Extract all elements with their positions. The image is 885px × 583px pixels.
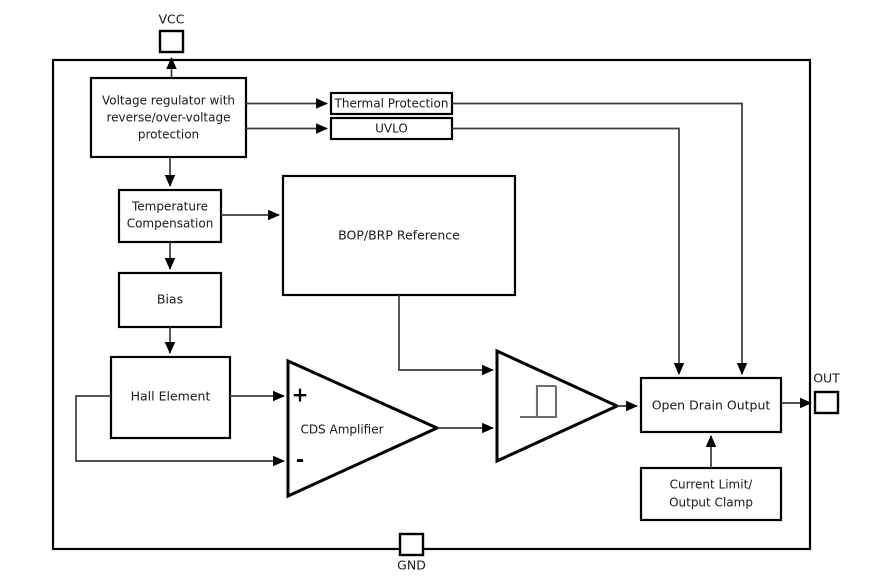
gnd-pad-label: GND — [397, 558, 426, 573]
temperature-compensation-label-line2: Compensation — [127, 217, 214, 231]
wire-bop-brp-to-schmitt-trigger — [398, 295, 494, 376]
temperature-compensation-label-line1: Temperature — [131, 200, 208, 214]
current-limit-label-line1: Current Limit/ — [670, 478, 754, 492]
wire-uvlo-to-open-drain — [452, 127, 685, 375]
current-limit-label-line2: Output Clamp — [669, 496, 753, 510]
bop-brp-reference-label: BOP/BRP Reference — [338, 228, 460, 243]
vcc-pad[interactable] — [158, 29, 185, 54]
block-open-drain-output[interactable] — [639, 376, 783, 434]
open-drain-output-label: Open Drain Output — [652, 398, 771, 413]
voltage-regulator-label-line2: reverse/over-voltage — [107, 111, 231, 125]
voltage-regulator-label-line1: Voltage regulator with — [102, 94, 235, 108]
out-pad[interactable] — [813, 390, 840, 415]
gnd-pad[interactable] — [398, 532, 425, 557]
block-hall-element[interactable] — [109, 355, 232, 440]
cds-amplifier-plus-sign: + — [292, 383, 309, 407]
thermal-protection-label: Thermal Protection — [334, 97, 449, 111]
hysteresis-icon-stem — [535, 386, 539, 417]
cds-amplifier-label: CDS Amplifier — [300, 423, 383, 437]
wire-hall-element-feedback-to-amplifier-minus — [75, 395, 285, 467]
block-cds-amplifier[interactable] — [286, 358, 441, 499]
block-current-limit-output-clamp[interactable] — [639, 466, 783, 522]
hysteresis-icon-right — [537, 386, 558, 419]
block-temperature-compensation[interactable] — [117, 188, 223, 244]
wire-thermal-protection-to-open-drain — [452, 102, 748, 375]
bias-label: Bias — [157, 292, 183, 307]
hall-element-label: Hall Element — [131, 389, 211, 404]
block-bop-brp-reference[interactable] — [281, 174, 517, 297]
block-bias[interactable] — [117, 271, 223, 329]
voltage-regulator-label-line3: protection — [138, 128, 199, 142]
out-pad-label: OUT — [813, 371, 840, 386]
cds-amplifier-minus-sign: - — [296, 448, 304, 472]
vcc-pad-label: VCC — [158, 12, 184, 27]
die-outline — [51, 58, 812, 551]
block-voltage-regulator[interactable] — [89, 76, 248, 159]
uvlo-label: UVLO — [375, 122, 408, 136]
